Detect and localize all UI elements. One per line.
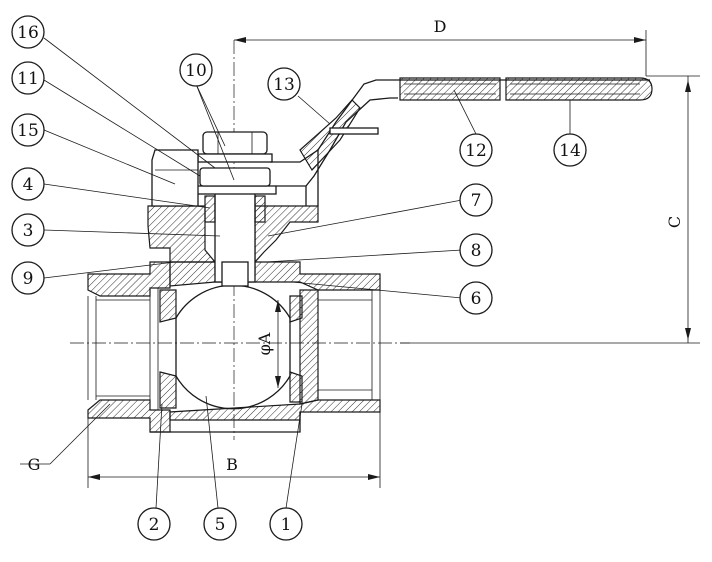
stop-plate bbox=[151, 149, 199, 207]
part-bubble-8: 8 bbox=[459, 233, 493, 267]
part-bubble-2: 2 bbox=[137, 507, 171, 541]
leader-16 bbox=[43, 37, 216, 169]
washer bbox=[195, 185, 277, 195]
part-bubble-6: 6 bbox=[459, 281, 493, 315]
svg-text:10: 10 bbox=[185, 61, 207, 81]
seat-left-lower bbox=[159, 371, 177, 409]
part-bubble-10: 10 bbox=[179, 53, 213, 87]
grip-sleeve-12 bbox=[399, 77, 501, 101]
grip-cover-angled bbox=[299, 99, 361, 171]
seat-right-lower bbox=[289, 371, 303, 403]
seat-left-upper bbox=[159, 289, 177, 323]
gland-nut bbox=[199, 167, 271, 187]
leader-5 bbox=[205, 395, 219, 509]
part-bubble-7: 7 bbox=[459, 183, 493, 217]
svg-text:8: 8 bbox=[471, 241, 482, 261]
seats bbox=[159, 289, 303, 409]
body-lower bbox=[169, 399, 381, 421]
body-right-wall bbox=[299, 289, 319, 405]
stem-assembly bbox=[147, 131, 319, 287]
dim-d-label: D bbox=[434, 17, 447, 36]
leader-7 bbox=[267, 199, 463, 237]
svg-text:4: 4 bbox=[23, 175, 34, 195]
dim-g-label: G bbox=[28, 455, 41, 474]
part-bubble-16: 16 bbox=[11, 15, 45, 49]
leader-3 bbox=[43, 229, 221, 237]
grip-sleeve-14 bbox=[505, 77, 653, 101]
stem-tang bbox=[221, 261, 249, 287]
dimensions: D C B φA G bbox=[20, 17, 700, 488]
svg-text:16: 16 bbox=[17, 23, 39, 43]
svg-text:12: 12 bbox=[465, 141, 487, 161]
part-bubble-5: 5 bbox=[203, 507, 237, 541]
part-bubble-1: 1 bbox=[269, 507, 303, 541]
leader-9 bbox=[43, 261, 176, 279]
leader-13 bbox=[297, 95, 331, 125]
svg-text:7: 7 bbox=[471, 191, 482, 211]
leader-11 bbox=[43, 79, 201, 177]
leader-6 bbox=[291, 281, 463, 299]
svg-text:3: 3 bbox=[23, 221, 34, 241]
leader-12 bbox=[453, 89, 477, 135]
body-upper bbox=[169, 261, 381, 291]
packing-left bbox=[204, 195, 216, 223]
leader-10a bbox=[195, 83, 226, 147]
lock-washer bbox=[197, 153, 273, 163]
part-bubble-9: 9 bbox=[11, 261, 45, 295]
leader-lines bbox=[43, 37, 571, 509]
part-bubble-12: 12 bbox=[459, 133, 493, 167]
part-bubble-14: 14 bbox=[553, 133, 587, 167]
handle bbox=[270, 77, 653, 206]
part-bubble-4: 4 bbox=[11, 167, 45, 201]
dim-phia-label: φA bbox=[255, 332, 274, 355]
svg-text:5: 5 bbox=[215, 515, 226, 535]
dim-b-label: B bbox=[226, 455, 238, 474]
leader-10b bbox=[195, 83, 235, 181]
body-section bbox=[87, 261, 381, 433]
seat-right-upper bbox=[289, 295, 303, 323]
left-cap-upper bbox=[87, 261, 171, 297]
part-bubble-15: 15 bbox=[11, 113, 45, 147]
svg-text:14: 14 bbox=[559, 141, 581, 161]
svg-text:11: 11 bbox=[17, 69, 39, 89]
svg-text:6: 6 bbox=[471, 289, 482, 309]
part-bubble-13: 13 bbox=[267, 67, 301, 101]
packing-right bbox=[254, 195, 266, 223]
handle-tab bbox=[329, 127, 379, 135]
leader-1 bbox=[285, 403, 303, 509]
svg-text:9: 9 bbox=[23, 269, 34, 289]
leader-4 bbox=[43, 183, 211, 209]
dim-g-leader bbox=[49, 403, 111, 465]
dim-c-label: C bbox=[665, 216, 684, 228]
svg-text:13: 13 bbox=[273, 75, 295, 95]
leader-15 bbox=[43, 129, 176, 185]
svg-text:2: 2 bbox=[149, 515, 160, 535]
part-bubble-3: 3 bbox=[11, 213, 45, 247]
leader-2 bbox=[155, 403, 163, 509]
svg-text:15: 15 bbox=[17, 121, 39, 141]
part-bubble-11: 11 bbox=[11, 61, 45, 95]
handle-nut bbox=[202, 131, 268, 155]
leader-8 bbox=[265, 249, 463, 263]
left-cap-lower bbox=[87, 399, 171, 433]
svg-text:1: 1 bbox=[281, 515, 292, 535]
